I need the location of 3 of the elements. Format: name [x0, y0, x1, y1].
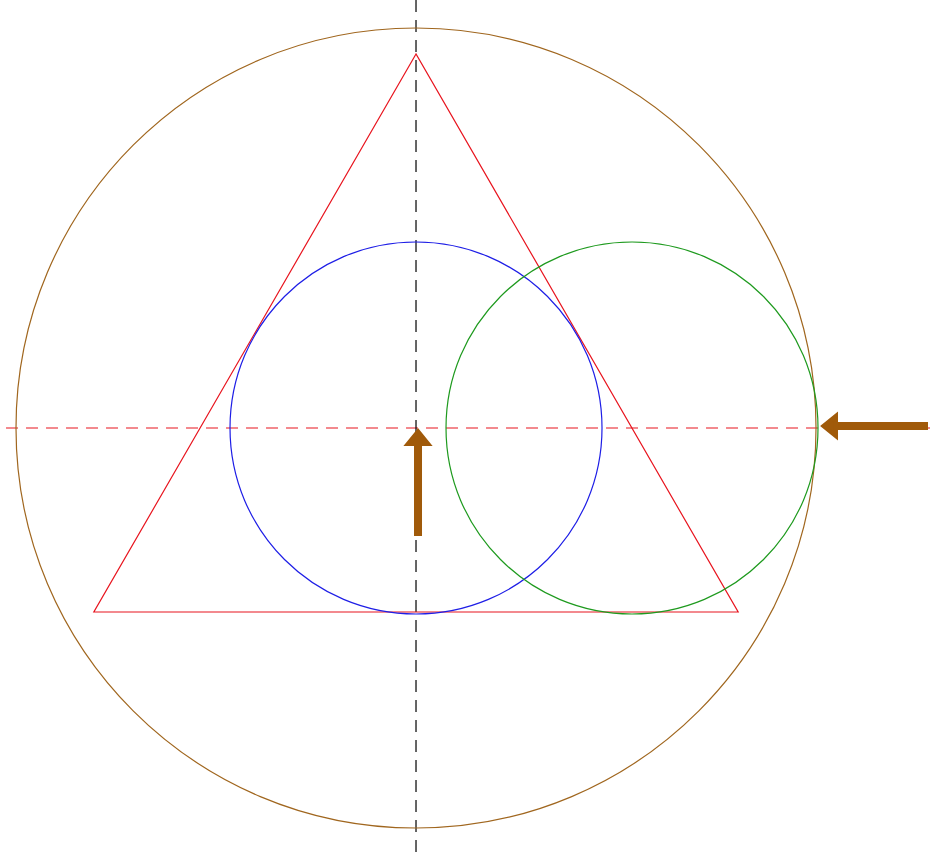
- circle-outline: [229, 241, 603, 615]
- circle-outline: [445, 241, 819, 615]
- circle-outline: [15, 27, 817, 829]
